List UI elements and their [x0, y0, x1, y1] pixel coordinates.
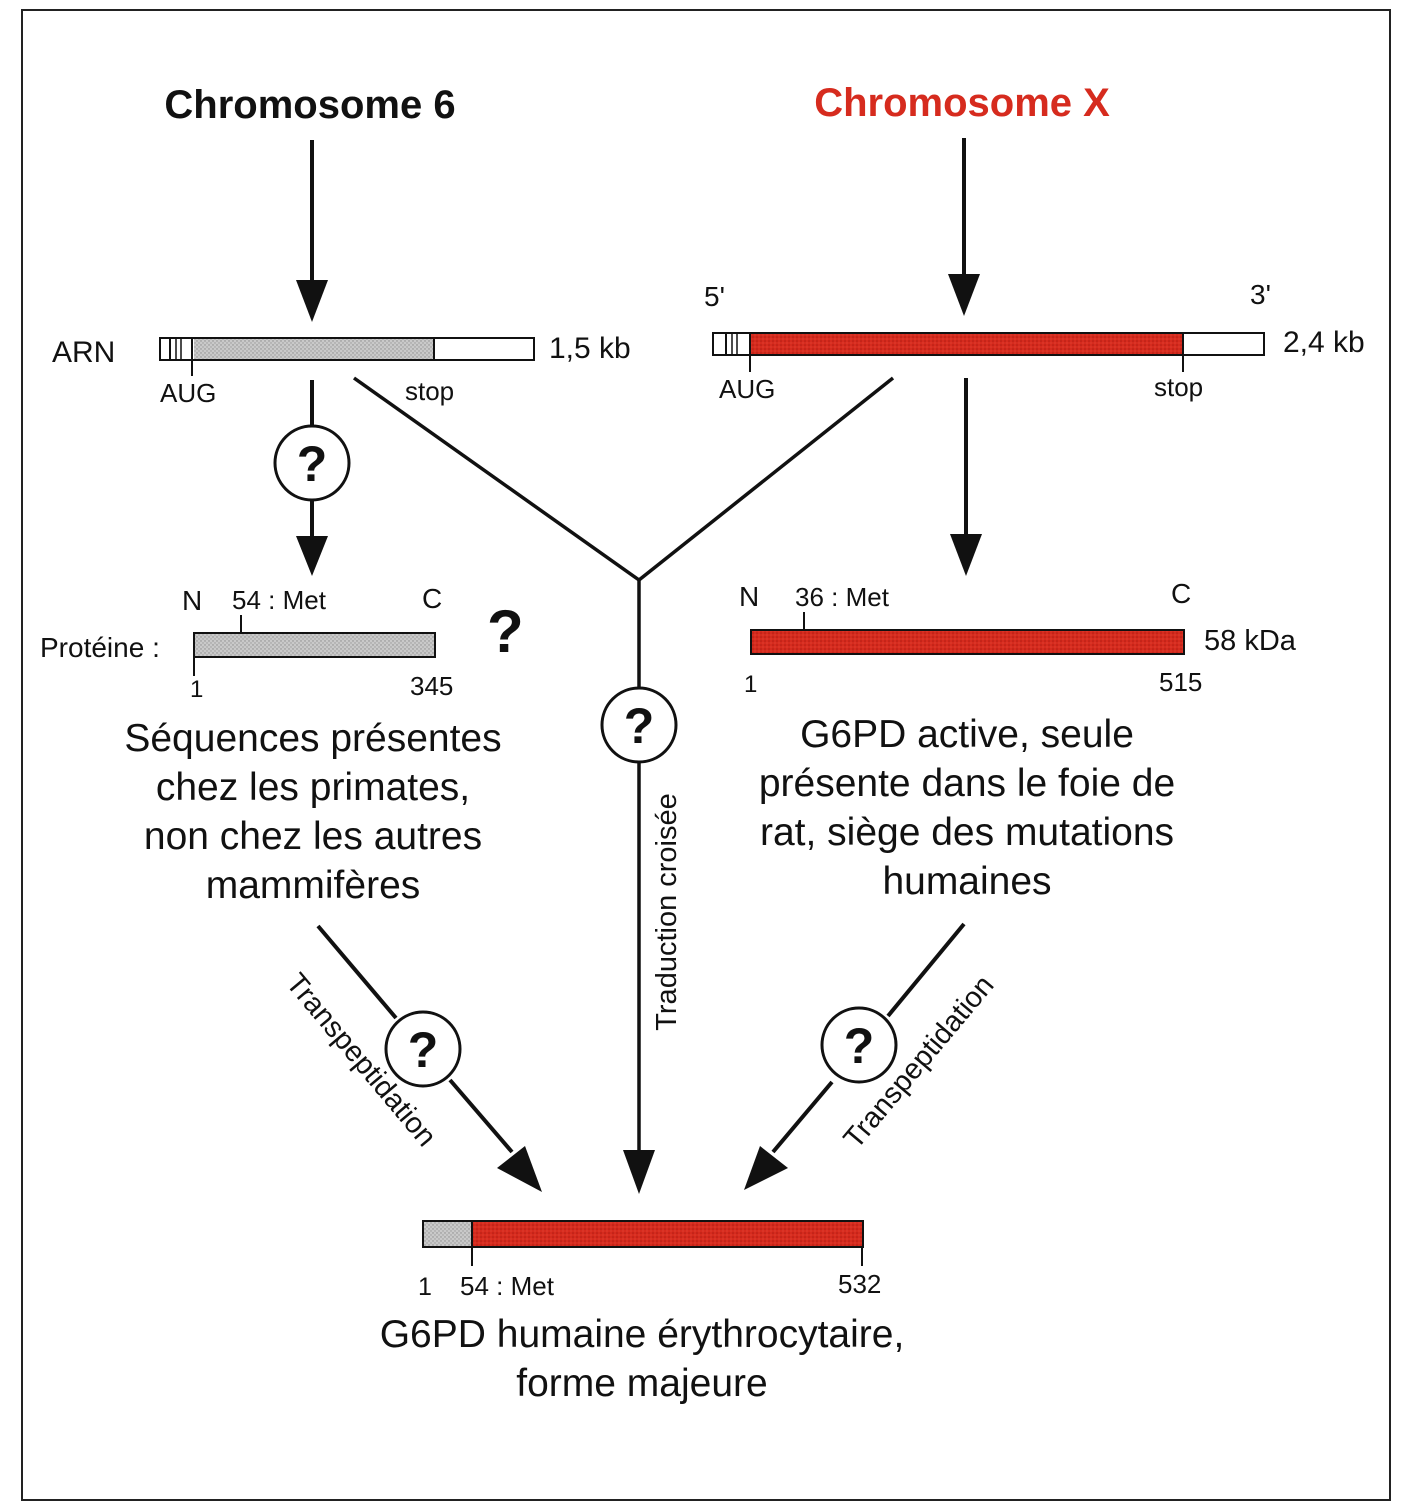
result-end-num: 532 — [838, 1269, 881, 1299]
left-question-circle: ? — [273, 424, 351, 502]
right-description-line: humaines — [882, 860, 1051, 903]
left-n-label: N — [182, 585, 202, 616]
left-protein-bar — [193, 615, 436, 676]
left-description-line: Séquences présentes — [124, 717, 501, 760]
right-description-line: présente dans le foie de — [759, 762, 1175, 805]
left-description-line: chez les primates, — [156, 766, 470, 809]
result-description: G6PD humaine érythrocytaire, forme majeu… — [380, 1313, 905, 1405]
left-protein-unknown-mark: ? — [487, 598, 524, 665]
chromosome-6-title: Chromosome 6 — [164, 83, 455, 127]
traduction-croisee-label: Traduction croisée — [651, 793, 683, 1030]
center-question-circle: ? — [600, 686, 678, 764]
chromosome-x-arrow — [948, 138, 980, 316]
right-description-line: G6PD active, seule — [800, 713, 1134, 756]
left-description: Séquences présentes chez les primates, n… — [124, 717, 501, 907]
right-protein-mass: 58 kDa — [1204, 625, 1297, 657]
right-rna-bar — [712, 332, 1265, 372]
left-description-line: mammifères — [206, 864, 421, 907]
right-start-num: 1 — [744, 671, 757, 698]
right-description-line: rat, siège des mutations — [760, 811, 1174, 854]
left-transpeptidation-circle: ? — [384, 1010, 462, 1088]
right-end-num: 515 — [1159, 667, 1202, 697]
figure-frame — [21, 9, 1391, 1501]
left-stop-label: stop — [405, 376, 454, 406]
left-description-line: non chez les autres — [144, 815, 482, 858]
right-n-label: N — [739, 581, 759, 612]
left-end-num: 345 — [410, 671, 453, 701]
left-transpeptidation-question: ? — [408, 1022, 439, 1078]
left-aug-label: AUG — [160, 378, 216, 408]
center-question-mark: ? — [624, 698, 655, 754]
right-stop-label: stop — [1154, 372, 1203, 402]
arn-label: ARN — [52, 336, 115, 369]
result-start-num: 1 — [418, 1273, 432, 1301]
left-start-num: 1 — [190, 676, 203, 703]
left-c-label: C — [422, 583, 442, 614]
right-transpeptidation-circle: ? — [820, 1006, 898, 1084]
result-met-label: 54 : Met — [460, 1271, 555, 1301]
result-protein-bar — [422, 1220, 864, 1266]
three-prime-label: 3' — [1250, 279, 1271, 310]
right-c-label: C — [1171, 578, 1191, 609]
left-translation-arrow — [296, 380, 328, 576]
cross-translation-lines — [352, 376, 895, 1194]
left-transpeptidation-arrow — [316, 924, 542, 1192]
right-met-label: 36 : Met — [795, 582, 890, 612]
left-question-mark: ? — [297, 436, 328, 492]
left-rna-bar — [159, 337, 535, 376]
right-description: G6PD active, seule présente dans le foie… — [759, 713, 1175, 903]
left-met-label: 54 : Met — [232, 585, 327, 615]
right-aug-label: AUG — [719, 374, 775, 404]
right-rna-size: 2,4 kb — [1283, 326, 1365, 359]
right-transpeptidation-question: ? — [844, 1018, 875, 1074]
chromosome-6-arrow — [296, 140, 328, 322]
right-transpeptidation-arrow — [744, 922, 966, 1190]
result-description-line: forme majeure — [516, 1362, 767, 1405]
result-description-line: G6PD humaine érythrocytaire, — [380, 1313, 905, 1356]
chromosome-x-title: Chromosome X — [814, 81, 1110, 125]
protein-label: Protéine : — [40, 632, 160, 663]
right-protein-bar — [750, 612, 1185, 655]
left-rna-size: 1,5 kb — [549, 332, 631, 365]
right-translation-arrow — [950, 378, 982, 576]
five-prime-label: 5' — [704, 281, 725, 312]
